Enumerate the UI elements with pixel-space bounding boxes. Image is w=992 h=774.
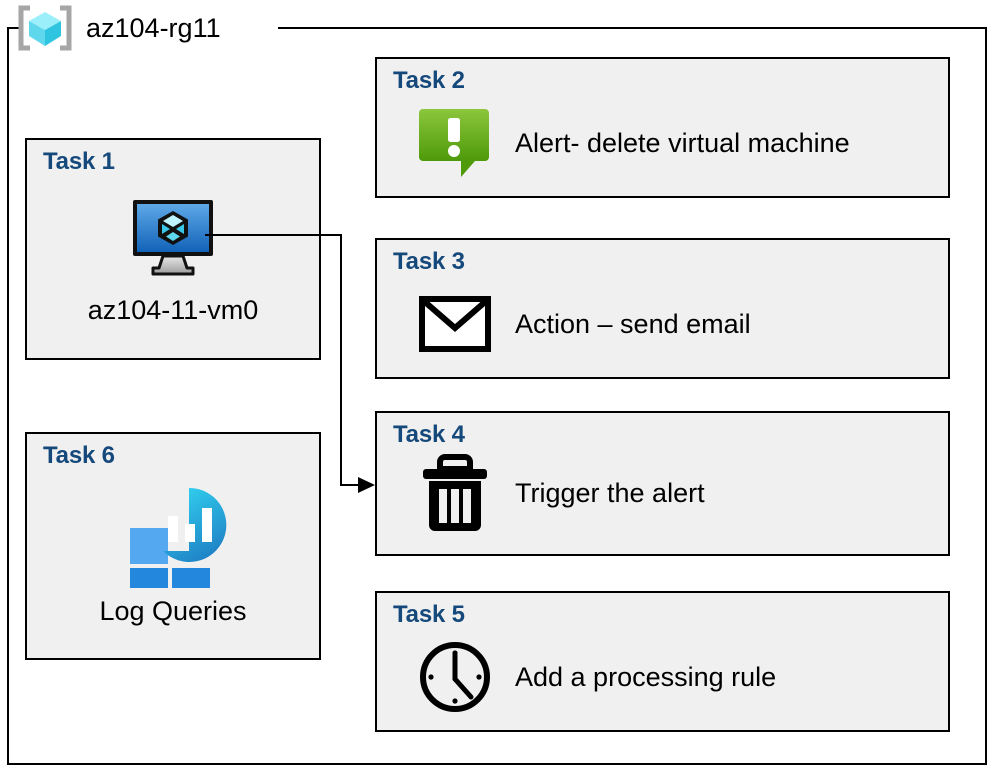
arrowhead-right-icon bbox=[358, 477, 375, 493]
task-5-text: Add a processing rule bbox=[515, 661, 777, 692]
task-2-text: Alert- delete virtual machine bbox=[515, 127, 850, 158]
task-6-label: Task 6 bbox=[43, 442, 115, 469]
alert-bubble-icon bbox=[417, 105, 493, 181]
resource-group-border-top-left bbox=[7, 27, 19, 29]
task-6-caption: Log Queries bbox=[99, 596, 247, 626]
envelope-icon bbox=[417, 286, 493, 362]
task-5-label: Task 5 bbox=[393, 601, 465, 628]
task-5-row: Add a processing rule bbox=[417, 639, 776, 715]
task-2-card[interactable]: Task 2 Alert- delete virtual machin bbox=[375, 57, 950, 198]
virtual-machine-icon bbox=[27, 196, 319, 280]
task-1-card[interactable]: Task 1 bbox=[25, 138, 321, 360]
connector-segment-vertical bbox=[340, 234, 342, 485]
task-2-label: Task 2 bbox=[393, 67, 465, 94]
task-2-row: Alert- delete virtual machine bbox=[417, 105, 850, 181]
task-3-card[interactable]: Task 3 Action – send email bbox=[375, 238, 950, 379]
task-4-row: Trigger the alert bbox=[417, 454, 705, 531]
log-analytics-icon bbox=[27, 482, 319, 588]
resource-group-name: az104-rg11 bbox=[86, 12, 221, 43]
task-4-card[interactable]: Task 4 Trigger the alert bbox=[375, 411, 950, 556]
connector-segment-horizontal-bottom bbox=[340, 484, 366, 486]
resource-group-header: az104-rg11 bbox=[14, 4, 221, 52]
task-4-label: Task 4 bbox=[393, 421, 465, 448]
connector-segment-horizontal-top bbox=[205, 234, 342, 236]
task-5-card[interactable]: Task 5 Add a processing rule bbox=[375, 591, 950, 732]
resource-group-frame bbox=[7, 28, 987, 765]
resource-group-border-top-right bbox=[278, 27, 987, 29]
clock-icon bbox=[417, 639, 493, 715]
task-3-text: Action – send email bbox=[515, 308, 751, 339]
trash-icon bbox=[417, 454, 493, 531]
task-6-card[interactable]: Task 6 Log Queri bbox=[25, 432, 321, 660]
task-4-text: Trigger the alert bbox=[515, 477, 705, 508]
task-3-row: Action – send email bbox=[417, 286, 751, 362]
azure-resource-group-icon bbox=[14, 4, 76, 52]
task-1-label: Task 1 bbox=[43, 148, 115, 175]
task-3-label: Task 3 bbox=[393, 248, 465, 275]
task-1-caption: az104-11-vm0 bbox=[87, 295, 259, 325]
